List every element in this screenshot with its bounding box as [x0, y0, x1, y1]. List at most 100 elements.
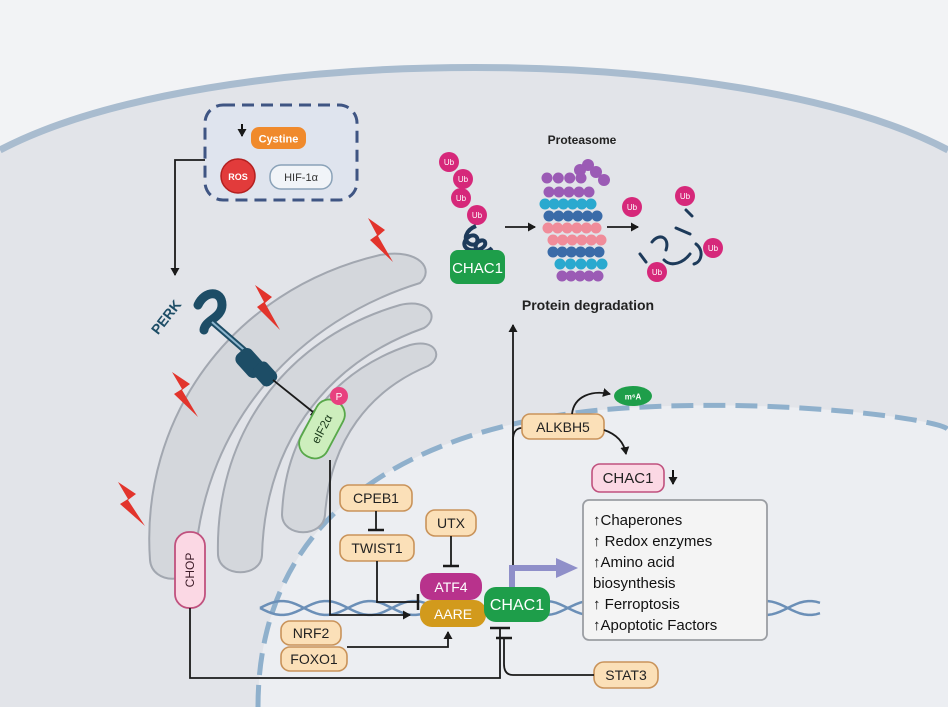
effect-amino-acid: ↑Amino acid — [593, 554, 675, 571]
proteasome-subunit — [571, 222, 583, 234]
stress-to-perk-arrow — [170, 159, 205, 276]
nrf2-label: NRF2 — [293, 625, 330, 641]
twist1-label: TWIST1 — [351, 540, 403, 556]
ros-circle — [220, 158, 256, 194]
proteasome-subunit — [543, 186, 555, 198]
utx-label: UTX — [437, 515, 466, 531]
proteasome-subunit — [583, 270, 595, 282]
phospho-circle — [330, 387, 348, 405]
proteasome-subunit — [562, 210, 574, 222]
ub-label: Ub — [456, 194, 467, 203]
foxo1-box — [280, 646, 348, 672]
proteasome-subunit — [585, 234, 597, 246]
proteasome-subunit — [595, 234, 607, 246]
transcription-arrow-head — [556, 558, 578, 578]
phospho-label: P — [336, 392, 343, 403]
proteasome-subunit — [585, 198, 597, 210]
chop-label: CHOP — [183, 553, 197, 588]
aare-box — [420, 600, 486, 627]
proteasome-subunit — [548, 198, 560, 210]
atf4-label: ATF4 — [434, 579, 467, 595]
proteasome-subunit — [543, 210, 555, 222]
proteasome-cap-subunit — [590, 166, 602, 178]
proteasome-subunit — [561, 222, 573, 234]
nrf2-box — [280, 620, 342, 646]
transcription-arrow-stem — [509, 565, 558, 590]
nrf2-foxo1-to-aare-arrow — [347, 631, 453, 648]
proteasome-subunit — [565, 270, 577, 282]
chop-inhibition-line — [189, 608, 501, 679]
alkbh5-label: ALKBH5 — [536, 419, 590, 435]
proteasome-subunit — [547, 246, 559, 258]
free-ubiquitin — [622, 186, 723, 282]
ub-label: Ub — [680, 192, 691, 201]
alkbh5-to-chac1-arrow — [603, 429, 630, 455]
cystine-pill — [251, 127, 306, 149]
proteasome-subunit — [575, 246, 587, 258]
proteasome-subunit — [583, 186, 595, 198]
proteasome-subunit — [557, 198, 569, 210]
hif-pill — [269, 164, 333, 190]
proteasome-subunit — [573, 186, 585, 198]
protein-coil — [462, 224, 494, 254]
proteasome-subunit — [576, 198, 588, 210]
twist1-inhibit-line — [376, 561, 418, 603]
proteasome-subunit — [553, 186, 565, 198]
foxo1-label: FOXO1 — [290, 651, 338, 667]
perk-receptor — [193, 289, 278, 387]
lightning-bolt-4 — [118, 482, 145, 526]
proteasome-subunit — [556, 270, 568, 282]
proteasome-subunit — [565, 258, 576, 270]
proteasome-cap-subunit — [574, 164, 586, 176]
atf4-box — [420, 573, 482, 600]
ub-label: Ub — [444, 158, 455, 167]
proteasome-subunit — [567, 198, 579, 210]
cystine-label: Cystine — [259, 134, 299, 146]
effect-apoptotic-factors: ↑Apoptotic Factors — [593, 617, 717, 634]
ub-label: Ub — [472, 211, 483, 220]
proteasome-subunit — [596, 258, 608, 270]
lightning-bolt-1 — [368, 218, 393, 262]
m6a-label: m⁶A — [625, 393, 642, 402]
proteasome-subunit — [552, 222, 564, 234]
chac1-gene-box — [484, 587, 550, 622]
protein-degradation-label: Protein degradation — [522, 297, 654, 313]
ub-label: Ub — [627, 203, 638, 212]
proteasome-subunit — [541, 172, 553, 184]
er-stress-lightning — [118, 218, 393, 526]
proteasome-subunit — [572, 210, 584, 222]
proteasome-subunit — [565, 246, 577, 258]
ub-label: Ub — [652, 268, 663, 277]
branch-to-alkbh5 — [512, 427, 523, 460]
proteasome-subunit — [564, 172, 576, 184]
proteasome-subunit — [574, 270, 586, 282]
ub-label: Ub — [458, 175, 469, 184]
proteasome-subunit — [575, 258, 587, 270]
proteasome-subunit — [539, 198, 551, 210]
proteasome-label: Proteasome — [548, 133, 617, 147]
proteasome-subunit — [563, 186, 575, 198]
eif2a-to-aare-arrow — [329, 460, 411, 620]
chac1-protein-label: CHAC1 — [452, 260, 503, 277]
chac1-gene-label: CHAC1 — [490, 597, 544, 614]
proteasome-cap-subunit — [598, 174, 610, 186]
proteasome-subunit — [576, 234, 588, 246]
proteasome-complex — [539, 159, 610, 282]
cell-membrane — [0, 64, 948, 154]
proteasome-subunit — [553, 210, 565, 222]
lightning-bolt-3 — [172, 372, 198, 417]
stat3-label: STAT3 — [605, 667, 647, 683]
proteasome-subunit — [586, 258, 597, 270]
m6a-badge — [614, 386, 652, 406]
perk-to-eif2a-arrow — [272, 379, 319, 417]
proteasome-subunit — [591, 210, 603, 222]
effect-redox-enzymes: ↑ Redox enzymes — [593, 533, 712, 550]
proteasome-subunit — [581, 210, 593, 222]
effect-ferroptosis: ↑ Ferroptosis — [593, 596, 680, 613]
alkbh5-to-m6a-arrow — [571, 388, 611, 415]
ub-label: Ub — [708, 244, 719, 253]
proteasome-subunit — [584, 246, 596, 258]
cpeb1-label: CPEB1 — [353, 490, 399, 506]
